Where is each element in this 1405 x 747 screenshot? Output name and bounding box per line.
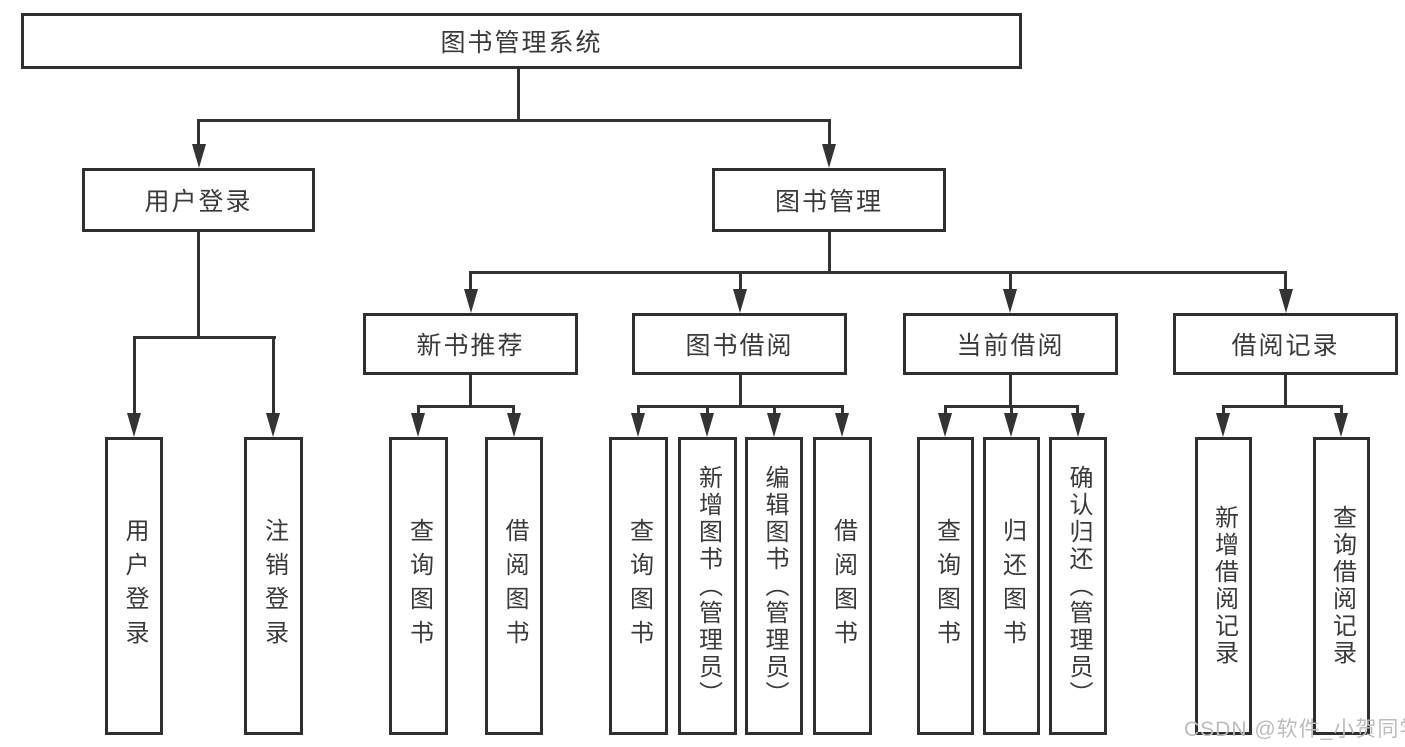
- arrow-down-icon: [733, 289, 747, 313]
- leaf-edit-book-admin: 编辑图书（管理员）: [745, 437, 803, 735]
- arrow-down-icon: [700, 413, 714, 437]
- arrow-down-icon: [767, 413, 781, 437]
- connector-line: [1009, 375, 1012, 408]
- connector-line: [1340, 405, 1343, 419]
- node-borrow-records-label: 借阅记录: [1231, 332, 1340, 360]
- arrow-down-icon: [464, 289, 478, 313]
- connector-line: [739, 271, 742, 293]
- connector-line: [133, 336, 136, 418]
- leaf-add-borrow-record-label: 新增借阅记录: [1210, 505, 1238, 667]
- arrow-down-icon: [1279, 289, 1293, 313]
- arrow-down-icon: [1071, 413, 1085, 437]
- node-borrow-records: 借阅记录: [1173, 313, 1398, 375]
- connector-line: [469, 375, 472, 408]
- arrow-down-icon: [835, 413, 849, 437]
- arrow-down-icon: [1216, 413, 1230, 437]
- leaf-logout: 注销登录: [244, 437, 303, 735]
- connector-line: [197, 232, 200, 339]
- connector-line: [637, 405, 844, 408]
- connector-line: [828, 232, 831, 274]
- watermark: CSDN @软件_小贺同学: [1184, 718, 1405, 741]
- node-book-management-label: 图书管理: [774, 188, 883, 216]
- connector-line: [517, 69, 520, 122]
- connector-line: [944, 405, 947, 419]
- leaf-return-book-label: 归还图书: [998, 518, 1026, 654]
- leaf-query-book-2: 查询图书: [609, 437, 668, 735]
- connector-line: [1010, 405, 1013, 419]
- node-user-login-label: 用户登录: [144, 188, 253, 216]
- connector-line: [197, 119, 831, 122]
- arrow-down-icon: [507, 413, 521, 437]
- connector-line: [417, 405, 420, 419]
- connector-line: [1222, 405, 1343, 408]
- leaf-borrow-book-2: 借阅图书: [813, 437, 872, 735]
- arrow-down-icon: [266, 413, 280, 437]
- node-current-borrow-label: 当前借阅: [956, 332, 1065, 360]
- connector-line: [706, 405, 709, 419]
- arrow-down-icon: [822, 144, 836, 168]
- connector-line: [1009, 271, 1012, 293]
- arrow-down-icon: [938, 413, 952, 437]
- leaf-borrow-book-1: 借阅图书: [485, 437, 543, 735]
- leaf-user-login: 用户登录: [105, 437, 163, 735]
- connector-line: [272, 336, 275, 418]
- node-book-management: 图书管理: [712, 168, 946, 232]
- connector-line: [637, 405, 640, 419]
- connector-line: [739, 375, 742, 408]
- leaf-query-book-1-label: 查询图书: [405, 518, 433, 654]
- connector-line: [1284, 375, 1287, 408]
- connector-line: [773, 405, 776, 419]
- leaf-logout-label: 注销登录: [260, 518, 288, 654]
- connector-line: [841, 405, 844, 419]
- node-root: 图书管理系统: [21, 13, 1022, 69]
- arrow-down-icon: [1004, 413, 1018, 437]
- arrow-down-icon: [631, 413, 645, 437]
- connector-line: [417, 405, 515, 408]
- node-user-login: 用户登录: [82, 168, 315, 232]
- leaf-add-borrow-record: 新增借阅记录: [1195, 437, 1252, 735]
- leaf-query-book-3-label: 查询图书: [932, 518, 960, 654]
- connector-line: [133, 336, 276, 339]
- connector-line: [1284, 271, 1287, 293]
- arrow-down-icon: [127, 413, 141, 437]
- leaf-query-book-2-label: 查询图书: [625, 518, 653, 654]
- arrow-down-icon: [192, 144, 206, 168]
- connector-line: [469, 271, 1287, 274]
- arrow-down-icon: [411, 413, 425, 437]
- node-book-borrow-label: 图书借阅: [685, 332, 794, 360]
- leaf-query-borrow-record: 查询借阅记录: [1313, 437, 1370, 735]
- node-root-label: 图书管理系统: [440, 29, 603, 57]
- node-current-borrow: 当前借阅: [903, 313, 1118, 375]
- arrow-down-icon: [1334, 413, 1348, 437]
- node-book-borrow: 图书借阅: [632, 313, 847, 375]
- connector-line: [1076, 405, 1079, 419]
- leaf-return-book: 归还图书: [983, 437, 1040, 735]
- leaf-borrow-book-2-label: 借阅图书: [829, 518, 857, 654]
- arrow-down-icon: [1003, 289, 1017, 313]
- leaf-user-login-label: 用户登录: [121, 518, 148, 654]
- node-new-book-recommend-label: 新书推荐: [416, 332, 525, 360]
- leaf-confirm-return-admin-label: 确认归还（管理员）: [1065, 464, 1092, 708]
- leaf-borrow-book-1-label: 借阅图书: [501, 518, 528, 654]
- connector-line: [469, 271, 472, 293]
- leaf-confirm-return-admin: 确认归还（管理员）: [1049, 437, 1107, 735]
- connector-line: [828, 119, 831, 150]
- leaf-edit-book-admin-label: 编辑图书（管理员）: [761, 464, 788, 708]
- leaf-add-book-admin: 新增图书（管理员）: [678, 437, 737, 735]
- node-new-book-recommend: 新书推荐: [363, 313, 578, 375]
- connector-line: [512, 405, 515, 419]
- connector-line: [197, 119, 200, 150]
- leaf-add-book-admin-label: 新增图书（管理员）: [694, 464, 722, 708]
- connector-line: [1222, 405, 1225, 419]
- leaf-query-book-1: 查询图书: [389, 437, 448, 735]
- leaf-query-borrow-record-label: 查询借阅记录: [1328, 505, 1356, 667]
- leaf-query-book-3: 查询图书: [917, 437, 974, 735]
